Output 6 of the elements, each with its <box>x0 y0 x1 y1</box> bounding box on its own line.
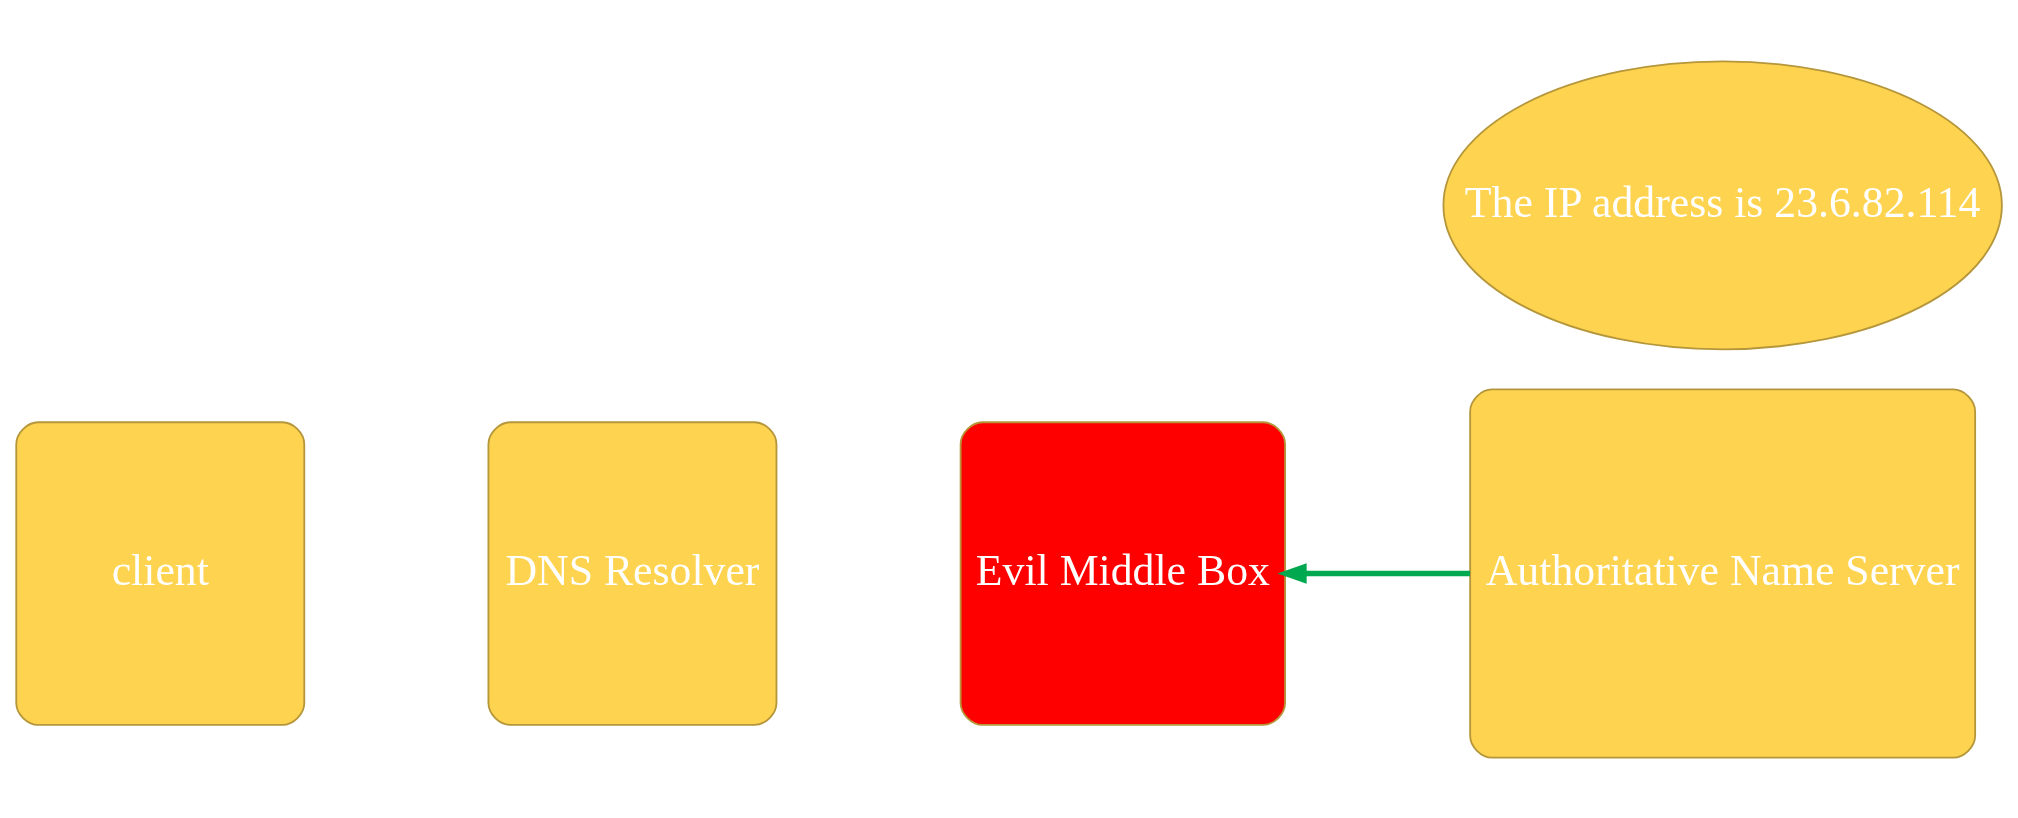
node-box: Evil Middle Box <box>959 420 1286 726</box>
node-box: Authoritative Name Server <box>1469 388 1977 759</box>
node-box: client <box>15 420 306 726</box>
node-box: DNS Resolver <box>487 420 778 726</box>
arrow <box>1277 562 1471 584</box>
node-ellipse: The IP address is 23.6.82.114 <box>1442 59 2003 350</box>
